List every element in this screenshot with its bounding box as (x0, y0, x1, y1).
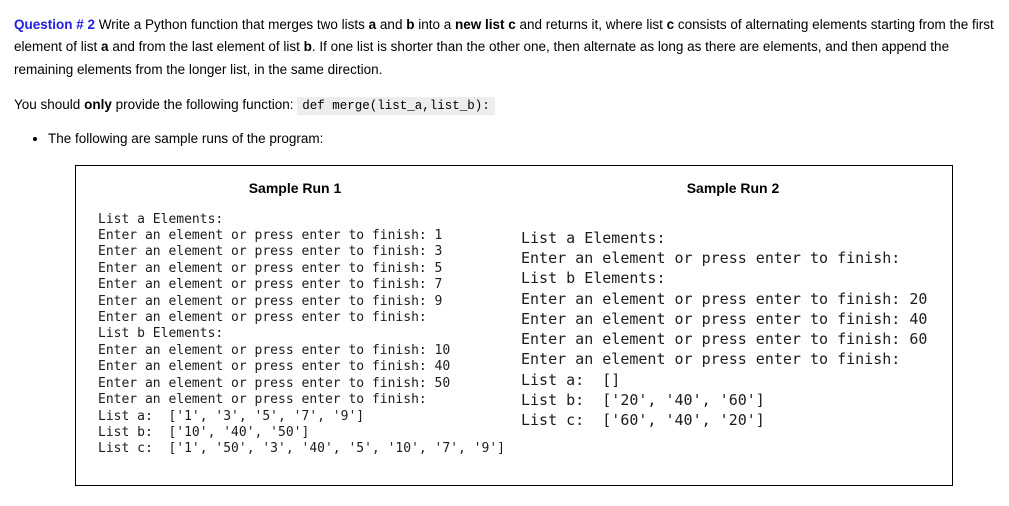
sample-run-2-title: Sample Run 2 (686, 179, 780, 196)
sample-runs-box: Sample Run 1 List a Elements: Enter an e… (75, 164, 953, 486)
bullet-list: The following are sample runs of the pro… (14, 130, 999, 147)
sample-run-2-column: Sample Run 2 List a Elements: Enter an e… (514, 166, 952, 485)
intro-text-segment: . If one list is shorter than the other … (14, 39, 950, 77)
intro-text-segment: and (376, 17, 407, 32)
intro-bold-segment: b (303, 39, 312, 55)
sample-runs-bullet: The following are sample runs of the pro… (48, 130, 999, 147)
intro-text-segment: Write a Python function that merges two … (95, 17, 369, 32)
intro-text-segment: and from the last element of list (108, 39, 304, 55)
question-text: Question # 2 Write a Python function tha… (14, 14, 1006, 81)
sample-run-2-output: List a Elements: Enter an element or pre… (521, 228, 928, 430)
provide-bold-segment: only (84, 97, 112, 113)
intro-bold-segment: a (368, 17, 377, 32)
intro-text-segment: consists of alternating elements startin… (14, 17, 994, 55)
intro-bold-segment: c (666, 17, 675, 32)
question-number: Question # 2 (14, 17, 96, 32)
sample-run-1-title: Sample Run 1 (248, 179, 342, 196)
intro-text-segment: into a (414, 17, 455, 32)
question-document: Question # 2 Write a Python function tha… (0, 0, 1009, 486)
intro-bold-segment: b (406, 17, 415, 32)
intro-bold-segment: a (101, 39, 109, 55)
function-signature-code: def merge(list_a,list_b): (297, 97, 495, 116)
sample-run-1-column: Sample Run 1 List a Elements: Enter an e… (76, 166, 514, 485)
intro-text-segment: and returns it, where list (515, 17, 667, 32)
provide-text-segment: provide the following function: (111, 97, 298, 113)
provide-instruction: You should only provide the following fu… (14, 94, 999, 117)
provide-text-segment: You should (14, 97, 85, 113)
sample-run-1-output: List a Elements: Enter an element or pre… (98, 211, 505, 457)
intro-bold-segment: new list c (454, 17, 516, 32)
